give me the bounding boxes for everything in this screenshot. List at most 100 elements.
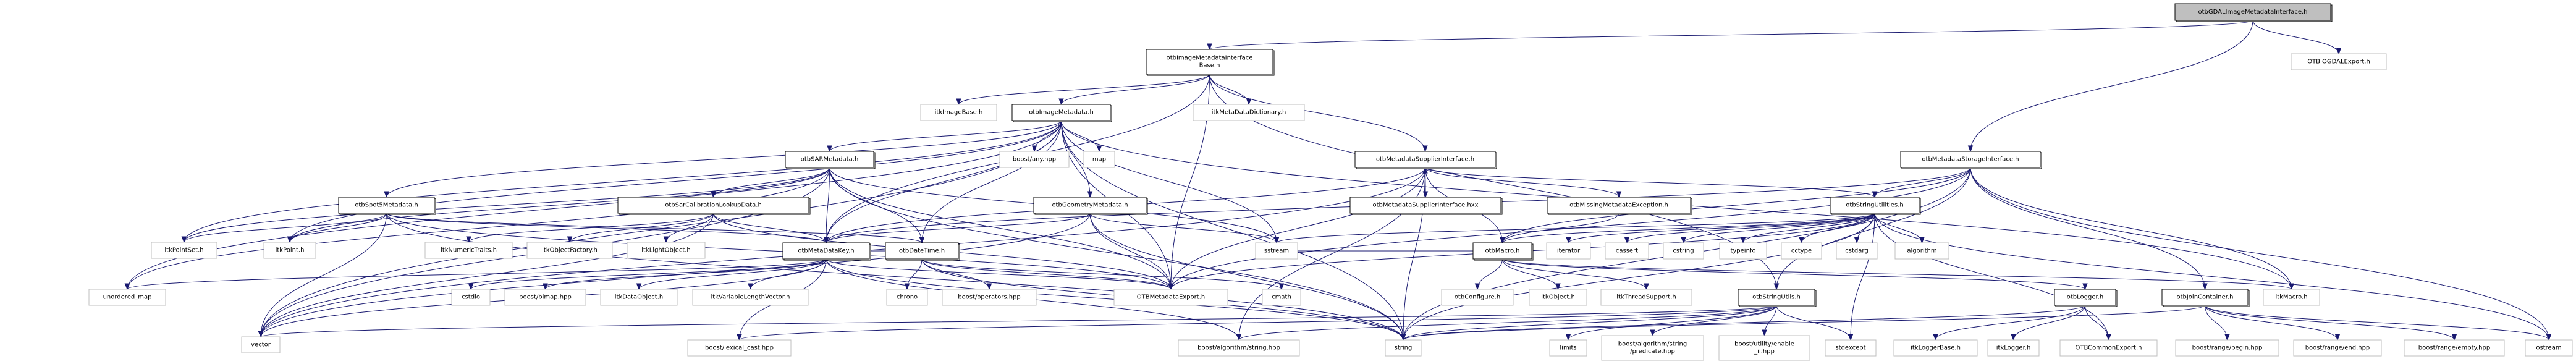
edge-stringutils-to-string [1400,305,1777,341]
node-geometry[interactable]: otbGeometryMetadata.h [1033,197,1148,215]
node-chrono: chrono [886,289,928,306]
edge-arrowhead [1168,283,1174,290]
node-label: itkMetaDataDictionary.h [1212,109,1286,116]
edge-stringutils-to-vector [258,305,1777,338]
edge-imibase-to-imagemetadata [1058,74,1210,106]
edge-line [1403,213,1875,341]
edge-line [826,213,1091,243]
edge-arrowhead [258,331,264,338]
node-logger[interactable]: otbLogger.h [2054,289,2118,307]
node-box [1349,197,1501,214]
edge-line [1626,213,1875,243]
edge-line [921,258,1282,290]
edge-arrowhead [2451,334,2457,341]
edge-macro-to-logger [1502,258,2088,290]
node-sarmetadata[interactable]: otbSARMetadata.h [785,151,876,169]
node-label: otbStringUtils.h [1752,294,1801,301]
node-box [1529,289,1587,306]
node-missing[interactable]: otbMissingMetadataException.h [1547,197,1692,215]
node-label: itkVariableLengthVector.h [711,294,790,301]
node-box [1011,104,1111,121]
node-box [2174,3,2331,21]
node-msihxx[interactable]: otbMetadataSupplierInterface.hxx [1349,197,1503,215]
node-commonexport: OTBCommonExport.h [2059,339,2158,357]
edge-line [921,258,990,290]
edge-logger-to-itkloggerbase [1933,305,2085,341]
node-box [1781,242,1822,260]
edge-line [289,167,830,243]
node-sarcal[interactable]: otbSarCalibrationLookupData.h [617,197,811,215]
edges-layer [124,20,2552,341]
edge-stringutils-to-algostring [1236,305,1777,341]
node-label: otbImageMetadata.h [1029,109,1094,116]
node-box [2175,339,2279,357]
node-box [942,289,1037,306]
edge-line [906,258,923,290]
edge-arrowhead [466,236,471,243]
node-label: otbMetadataSupplierInterface.hxx [1372,202,1478,209]
edge-mstorage-to-joincontainer [1970,167,2208,290]
node-label: typeinfo [1730,248,1755,255]
edge-imagemetadata-to-spot5 [384,120,1062,198]
edge-arrowhead [1031,145,1037,153]
edge-line [1425,167,1620,198]
edge-line [260,213,1091,337]
node-box [88,289,166,306]
node-box [2525,339,2573,357]
node-mdexport: OTBMetadataExport.h [1113,289,1228,306]
node-iterator: iterator [1546,242,1591,260]
node-label: itkMacro.h [2275,294,2307,301]
node-box [600,289,678,306]
edge-joincontainer-to-ostream [2205,305,2552,341]
edge-mstorage-to-stringutils [1773,167,1971,290]
node-label: cstring [1673,248,1694,255]
edge-arrowhead [956,98,961,106]
edge-line [1276,213,1875,243]
edge-line [1742,213,1875,243]
edge-line [1970,167,2292,290]
node-mstorage[interactable]: otbMetadataStorageInterface.h [1900,151,2042,169]
edge-line [1477,258,1503,290]
node-joincontainer[interactable]: otbJoinContainer.h [2161,289,2250,307]
node-root[interactable]: otbGDALImageMetadataInterface.h [2174,3,2333,22]
node-box [1354,151,1496,168]
node-cmath: cmath [1262,289,1301,306]
node-algostring: boost/algorithm/string.hpp [1178,339,1300,357]
node-imagemetadata[interactable]: otbImageMetadata.h [1011,104,1112,122]
node-label: otbMissingMetadataException.h [1569,202,1668,209]
edge-root-to-mstorage [1967,20,2253,153]
edge-arrowhead [636,283,642,290]
node-mdkey[interactable]: otbMetaDataKey.h [782,242,871,261]
node-box [2291,53,2387,70]
edge-line [1089,213,1277,243]
node-macro[interactable]: otbMacro.h [1472,242,1534,261]
node-msi[interactable]: otbMetadataSupplierInterface.h [1354,151,1497,169]
edge-macro-to-itkthread [1502,258,1649,290]
node-stringutils[interactable]: otbStringUtils.h [1738,289,1817,307]
node-cstdio: cstdio [451,289,491,306]
node-label: otbMetadataSupplierInterface.h [1376,156,1474,163]
edge-stringutils-to-enableif [1762,305,1777,337]
edge-line [638,258,827,290]
node-label: otbConfigure.h [1455,294,1500,301]
edge-line [1874,213,2109,341]
edge-arrowhead [1273,237,1280,244]
edge-line [1089,213,1404,341]
edge-line [386,213,1172,290]
edge-arrowhead [663,236,669,243]
edge-line [1209,74,1249,105]
edge-arrowhead [1555,283,1561,290]
node-datetime[interactable]: otbDateTime.h [885,242,960,261]
edge-line [569,213,714,243]
node-box [263,242,316,259]
node-box [1193,104,1305,121]
node-label: unordered_map [103,294,152,301]
node-itkthread: itkThreadSupport.h [1600,289,1692,306]
node-stringutilities[interactable]: otbStringUtilities.h [1830,197,1921,215]
node-box [1601,335,1704,361]
node-label: ostream [2536,345,2561,352]
node-label: itkDataObject.h [615,294,663,301]
node-spot5[interactable]: otbSpot5Metadata.h [338,197,436,215]
node-box [1894,242,1949,260]
